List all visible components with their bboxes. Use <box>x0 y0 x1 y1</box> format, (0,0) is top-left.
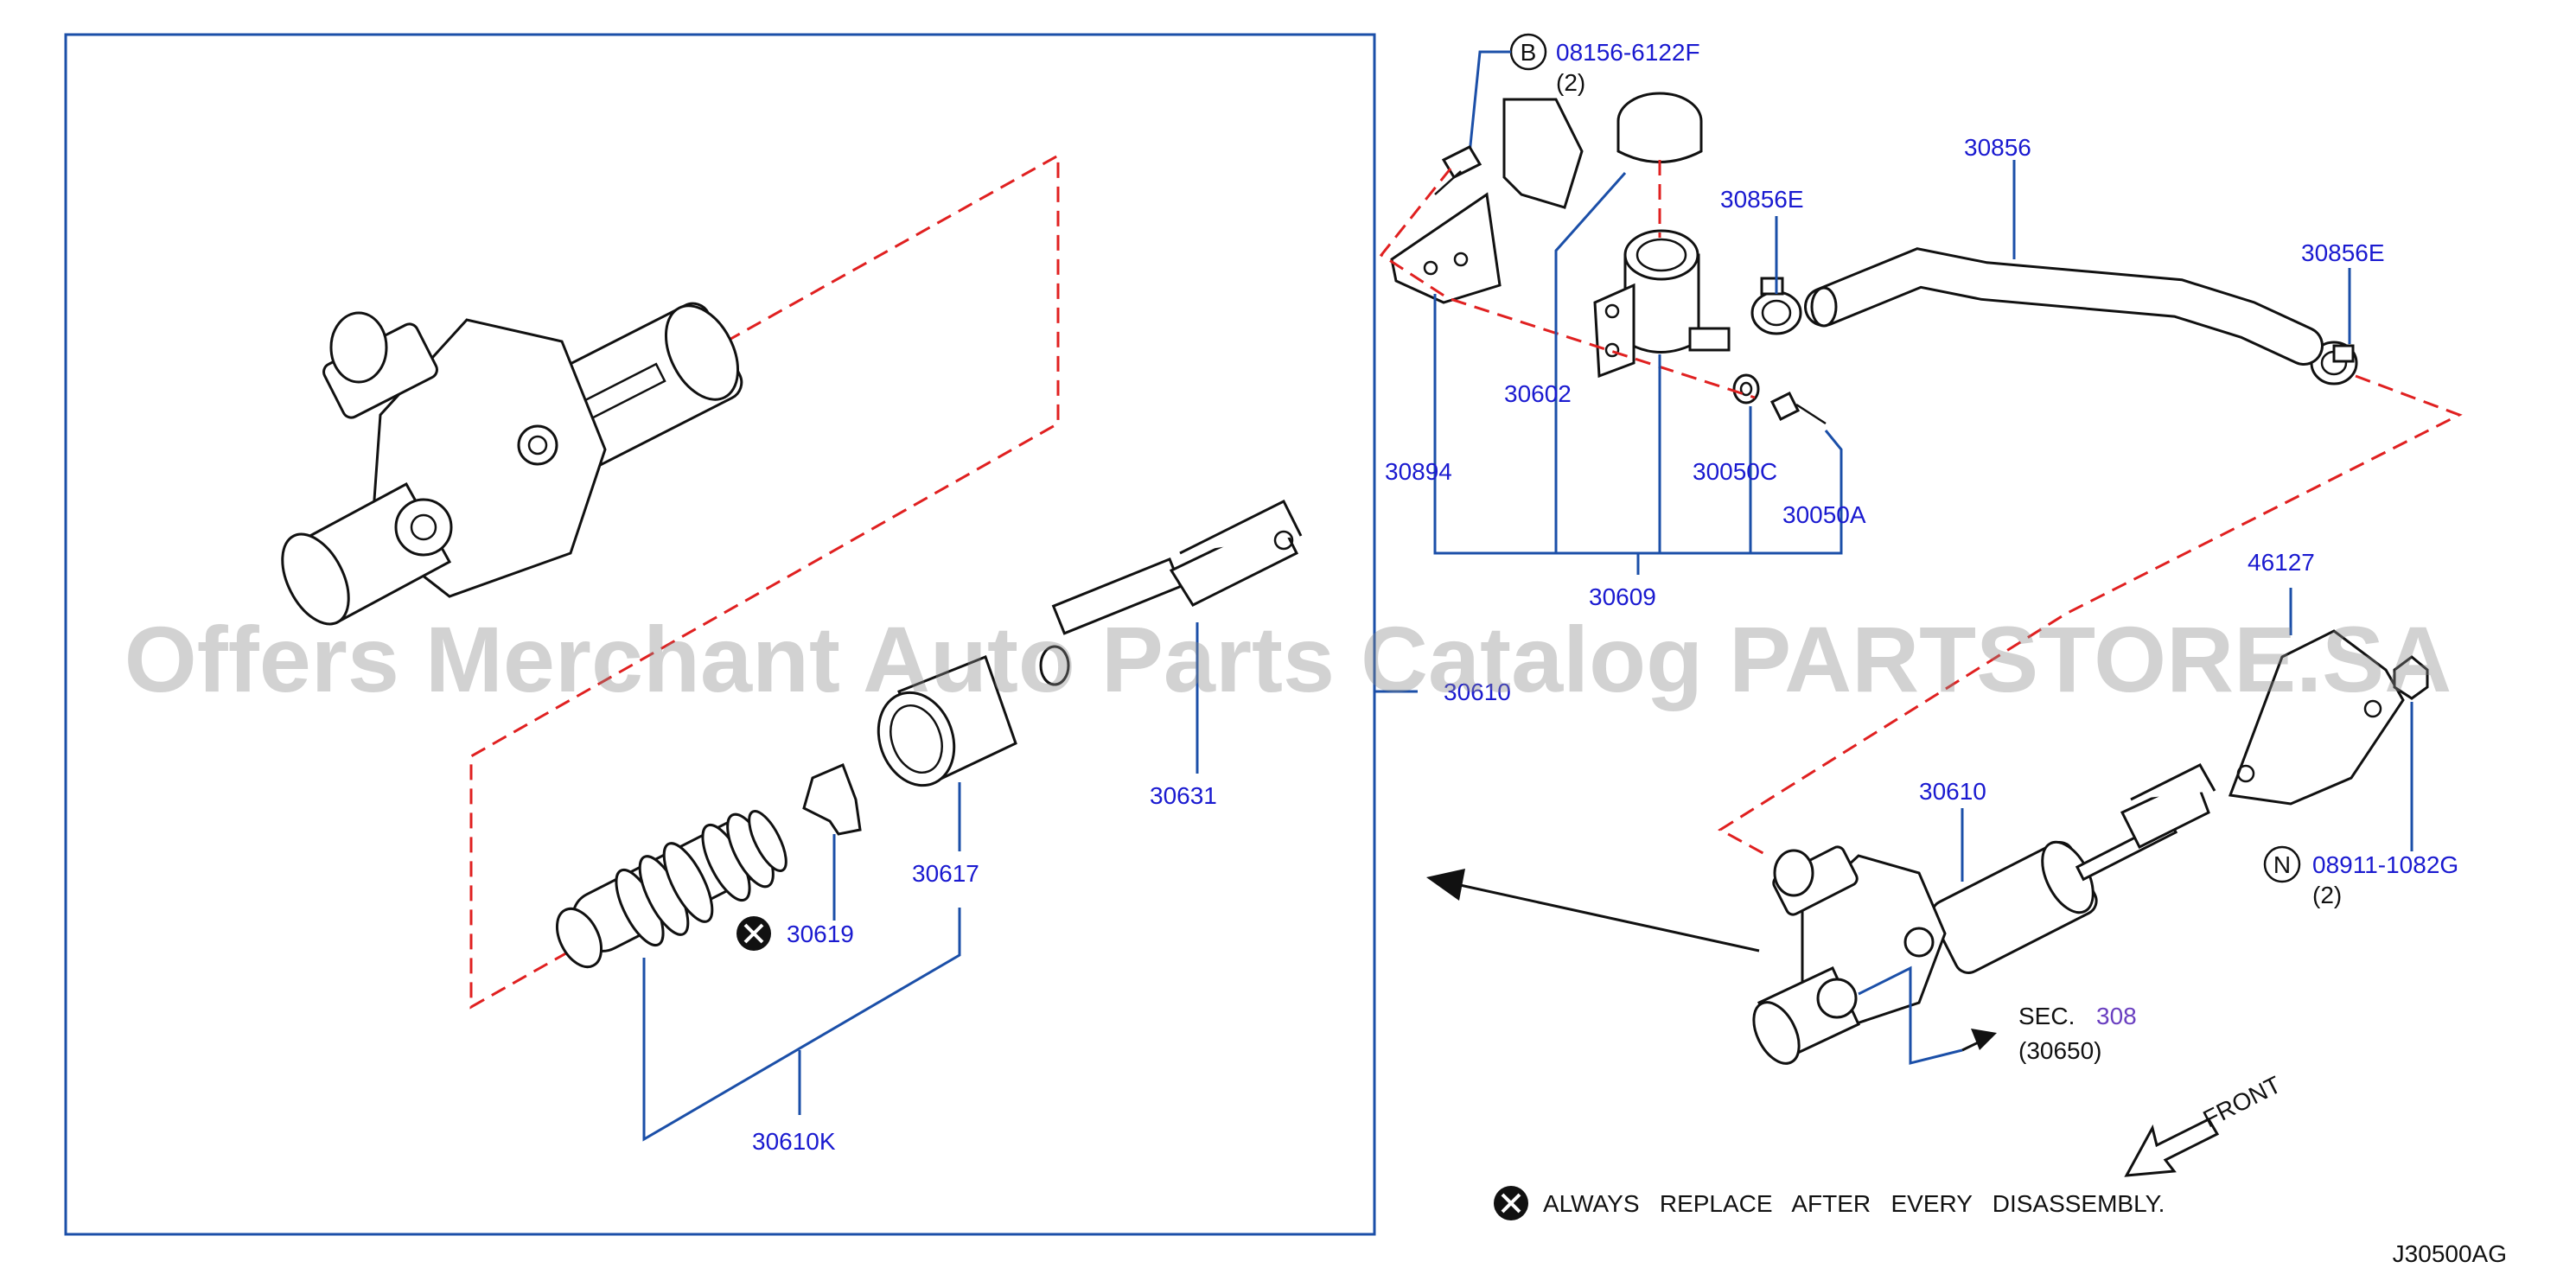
leader-30894 <box>1433 294 1843 555</box>
watermark: Offers Merchant Auto Parts Catalog PARTS… <box>124 607 2452 711</box>
bolt-part <box>1434 145 1482 195</box>
sec-sub: (30650) <box>2018 1037 2102 1064</box>
label-30894: 30894 <box>1385 458 1452 485</box>
push-rod-30631 <box>1039 499 1303 686</box>
label-30631: 30631 <box>1150 782 1217 809</box>
note-x-circle-icon <box>1494 1186 1528 1220</box>
label-30610: 30610 <box>1919 778 1986 805</box>
boot-30617 <box>877 655 1017 787</box>
label-30856e-right: 30856E <box>2301 239 2385 266</box>
label-30617: 30617 <box>912 860 979 887</box>
bolt-b-callout: B 08156-6122F (2) <box>1468 33 1700 155</box>
detail-frame <box>64 33 1376 1236</box>
label-30609: 30609 <box>1589 583 1656 610</box>
phantom-line-top <box>1379 168 1756 399</box>
label-30610-box: 30610 <box>1444 679 1511 705</box>
front-label: FRONT <box>2199 1071 2286 1132</box>
front-arrow-icon <box>2124 1118 2220 1177</box>
label-08911-1082g: 08911-1082G <box>2312 851 2458 878</box>
washer-30050c <box>1732 373 1760 405</box>
arrow-to-detail <box>1426 869 1760 953</box>
leader-sec-308 <box>1858 965 1963 1065</box>
master-cylinder-30610 <box>1752 763 2216 1065</box>
seal-30619 <box>802 763 862 836</box>
label-30610k: 30610K <box>752 1128 836 1155</box>
reservoir-cap <box>1616 92 1703 163</box>
bolt-30050a <box>1769 391 1827 425</box>
sec-arrow-head <box>1971 1029 1997 1050</box>
nut-n-callout: N 08911-1082G (2) <box>2263 845 2458 908</box>
phantom-line-detail <box>469 153 1060 1010</box>
label-30619: 30619 <box>787 921 854 947</box>
sec-number: 308 <box>2096 1003 2137 1029</box>
piston-kit-30610k <box>555 810 787 969</box>
label-nut-n-qty: (2) <box>2312 882 2342 908</box>
hose-30856 <box>1804 247 2324 366</box>
nut-part <box>2393 655 2429 700</box>
sec-prefix: SEC. <box>2018 1003 2075 1029</box>
phantom-line-hose <box>1718 374 2463 857</box>
svg-text:B: B <box>1521 39 1537 66</box>
master-cylinder-detail <box>281 302 743 626</box>
label-30602: 30602 <box>1504 380 1572 407</box>
label-08156-6122f: 08156-6122F <box>1556 39 1700 66</box>
label-46127: 46127 <box>2248 549 2315 576</box>
label-30050c: 30050C <box>1693 458 1777 485</box>
label-bolt-b-qty: (2) <box>1556 69 1585 96</box>
label-30856: 30856 <box>1964 134 2031 161</box>
leader-30610k <box>642 908 961 1142</box>
leader-30602 <box>1554 172 1627 553</box>
label-30050a: 30050A <box>1782 501 1866 528</box>
bracket-30894 <box>1390 98 1584 304</box>
svg-text:N: N <box>2273 851 2291 878</box>
x-circle-icon <box>736 916 771 951</box>
note-text: ALWAYS REPLACE AFTER EVERY DISASSEMBLY. <box>1543 1190 2165 1217</box>
label-30856e-left: 30856E <box>1720 186 1804 213</box>
reservoir-30602 <box>1593 229 1731 379</box>
diagram-id-code: J30500AG <box>2393 1240 2507 1267</box>
